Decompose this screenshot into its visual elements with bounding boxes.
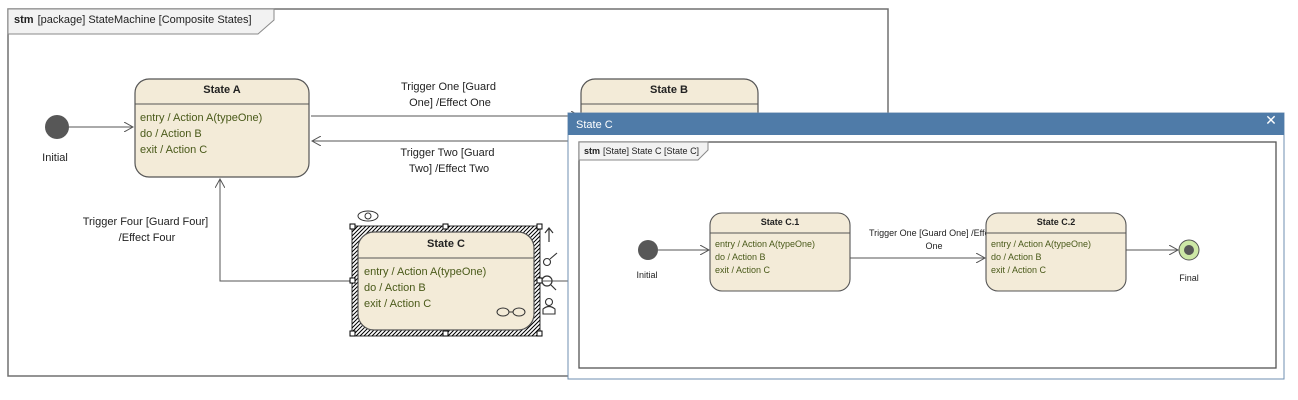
view-icon[interactable]: [357, 210, 379, 222]
transition-label-four: Trigger Four [Guard Four] /Effect Four: [83, 216, 212, 244]
popup-title-bar[interactable]: [568, 113, 1284, 135]
popup-frame-tab-label: stm[State] State C [State C]: [584, 146, 699, 156]
state-c2-name: State C.2: [1037, 217, 1076, 227]
composite-link-icon[interactable]: [496, 307, 526, 317]
popup-initial-pseudostate[interactable]: [638, 240, 658, 260]
initial-label: Initial: [42, 152, 68, 164]
state-c1-name: State C.1: [761, 217, 800, 227]
state-c-name: State C: [427, 238, 465, 250]
state-c1-behaviors: entry / Action A(typeOne) do / Action B …: [715, 239, 818, 275]
initial-pseudostate[interactable]: [45, 115, 69, 139]
zoom-magnifier-icon[interactable]: [541, 275, 557, 291]
state-c2-behaviors: entry / Action A(typeOne) do / Action B …: [991, 239, 1094, 275]
state-c-popup-window[interactable]: stm[State] State C [State C] Initial Sta…: [567, 112, 1285, 380]
state-c-behaviors: entry / Action A(typeOne) do / Action B …: [364, 266, 489, 310]
final-state[interactable]: [1178, 239, 1200, 261]
frame-tab-label: stm[package] StateMachine [Composite Sta…: [14, 14, 252, 26]
transition-c-to-a[interactable]: [220, 179, 358, 282]
state-a-name: State A: [203, 84, 241, 96]
state-a-behaviors: entry / Action A(typeOne) do / Action B …: [140, 112, 265, 156]
transition-label-one: Trigger One [Guard One] /Effect One: [401, 81, 499, 109]
close-icon[interactable]: ✕: [1265, 113, 1277, 129]
popup-initial-label: Initial: [636, 270, 657, 280]
selection-handles[interactable]: [349, 223, 543, 337]
popup-transition-label: Trigger One [Guard One] /Effect One: [869, 228, 999, 251]
quick-link-arrow-icon[interactable]: [544, 227, 554, 242]
transition-label-two: Trigger Two [Guard Two] /Effect Two: [400, 147, 497, 175]
edit-pen-icon[interactable]: [542, 252, 558, 267]
state-a[interactable]: State A entry / Action A(typeOne) do / A…: [134, 78, 310, 178]
state-c2[interactable]: State C.2 entry / Action A(typeOne) do /…: [985, 212, 1127, 292]
properties-person-icon[interactable]: [542, 297, 556, 315]
state-c[interactable]: State C entry / Action A(typeOne) do / A…: [351, 225, 541, 337]
final-label: Final: [1179, 273, 1199, 283]
popup-title: State C: [576, 119, 613, 131]
state-c1[interactable]: State C.1 entry / Action A(typeOne) do /…: [709, 212, 851, 292]
state-b-name: State B: [650, 84, 688, 96]
popup-diagram-frame: [578, 141, 1277, 369]
